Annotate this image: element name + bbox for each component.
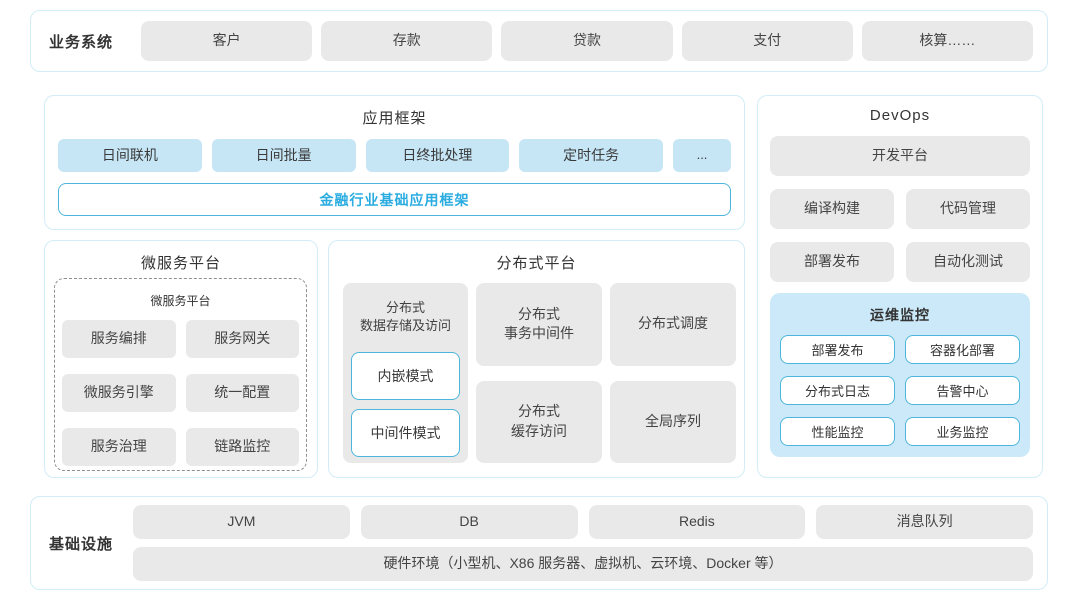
block-performance-monitor: 性能监控 bbox=[780, 417, 895, 446]
distributed-storage-block: 分布式 数据存储及访问 内嵌模式 中间件模式 bbox=[343, 283, 468, 463]
infrastructure-panel: 基础设施 JVM DB Redis 消息队列 硬件环境（小型机、X86 服务器、… bbox=[30, 496, 1048, 590]
block-loan: 贷款 bbox=[501, 21, 673, 61]
block-redis: Redis bbox=[588, 505, 806, 539]
block-service-gateway: 服务网关 bbox=[185, 320, 299, 358]
block-embedded-mode: 内嵌模式 bbox=[351, 352, 460, 401]
block-dev-platform: 开发平台 bbox=[770, 136, 1030, 176]
block-alert-center: 告警中心 bbox=[905, 376, 1020, 405]
block-code-management: 代码管理 bbox=[906, 189, 1030, 229]
app-framework-row: 日间联机 日间批量 日终批处理 定时任务 ... bbox=[45, 139, 744, 172]
distributed-column-right: 分布式调度 全局序列 bbox=[610, 283, 736, 463]
block-db: DB bbox=[360, 505, 578, 539]
distributed-column-middle: 分布式 事务中间件 分布式 缓存访问 bbox=[476, 283, 602, 463]
block-distributed-log: 分布式日志 bbox=[780, 376, 895, 405]
distributed-platform-panel: 分布式平台 分布式 数据存储及访问 内嵌模式 中间件模式 分布式 事务中间件 分… bbox=[328, 240, 745, 478]
block-automated-test: 自动化测试 bbox=[906, 242, 1030, 282]
business-systems-label: 业务系统 bbox=[49, 33, 114, 51]
devops-row-2: 部署发布 自动化测试 bbox=[770, 242, 1030, 282]
business-systems-panel: 业务系统 客户 存款 贷款 支付 核算…… bbox=[30, 10, 1048, 72]
block-hardware-environment: 硬件环境（小型机、X86 服务器、虚拟机、云环境、Docker 等） bbox=[133, 547, 1033, 581]
block-accounting: 核算…… bbox=[861, 21, 1034, 61]
infrastructure-label: 基础设施 bbox=[49, 535, 114, 553]
microservice-platform-title: 微服务平台 bbox=[140, 255, 221, 272]
app-framework-panel: 应用框架 日间联机 日间批量 日终批处理 定时任务 ... 金融行业基础应用框架 bbox=[44, 95, 745, 230]
block-jvm: JVM bbox=[133, 505, 350, 539]
block-microservice-engine: 微服务引擎 bbox=[62, 374, 176, 412]
block-customer: 客户 bbox=[141, 21, 313, 61]
block-container-deploy: 容器化部署 bbox=[905, 335, 1020, 364]
microservice-platform-panel: 微服务平台 微服务平台 服务编排 服务网关 微服务引擎 统一配置 服务治理 链路… bbox=[44, 240, 318, 478]
block-message-queue: 消息队列 bbox=[816, 505, 1033, 539]
block-global-sequence: 全局序列 bbox=[610, 380, 736, 463]
block-daytime-online: 日间联机 bbox=[58, 139, 202, 172]
infrastructure-row: JVM DB Redis 消息队列 bbox=[133, 505, 1033, 539]
devops-title: DevOps bbox=[869, 107, 931, 124]
distributed-body: 分布式 数据存储及访问 内嵌模式 中间件模式 分布式 事务中间件 分布式 缓存访… bbox=[343, 283, 736, 463]
base-framework-bar: 金融行业基础应用框架 bbox=[58, 183, 731, 216]
ops-monitor-title: 运维监控 bbox=[870, 307, 930, 323]
block-scheduled-task: 定时任务 bbox=[519, 139, 663, 172]
block-business-monitor: 业务监控 bbox=[905, 417, 1020, 446]
block-more-ellipsis: ... bbox=[673, 139, 731, 172]
block-middleware-mode: 中间件模式 bbox=[351, 409, 460, 458]
app-framework-title: 应用框架 bbox=[362, 110, 427, 127]
microservice-grid: 服务编排 服务网关 微服务引擎 统一配置 服务治理 链路监控 bbox=[62, 320, 299, 466]
devops-panel: DevOps 开发平台 编译构建 代码管理 部署发布 自动化测试 运维监控 部署… bbox=[757, 95, 1043, 478]
block-eod-batch: 日终批处理 bbox=[365, 139, 510, 172]
block-trace-monitor: 链路监控 bbox=[185, 428, 299, 466]
block-distributed-cache: 分布式 缓存访问 bbox=[476, 380, 602, 463]
devops-row-1: 编译构建 代码管理 bbox=[770, 189, 1030, 229]
block-monitor-deploy: 部署发布 bbox=[780, 335, 895, 364]
block-service-orchestration: 服务编排 bbox=[62, 320, 176, 358]
block-deploy-release: 部署发布 bbox=[770, 242, 894, 282]
distributed-platform-title: 分布式平台 bbox=[496, 255, 577, 272]
block-distributed-transaction: 分布式 事务中间件 bbox=[476, 283, 602, 366]
microservice-inner-box: 微服务平台 服务编排 服务网关 微服务引擎 统一配置 服务治理 链路监控 bbox=[54, 278, 307, 471]
block-build: 编译构建 bbox=[770, 189, 894, 229]
ops-monitor-grid: 部署发布 容器化部署 分布式日志 告警中心 性能监控 业务监控 bbox=[780, 335, 1020, 446]
infrastructure-content: JVM DB Redis 消息队列 硬件环境（小型机、X86 服务器、虚拟机、云… bbox=[133, 505, 1033, 581]
block-service-governance: 服务治理 bbox=[62, 428, 176, 466]
block-payment: 支付 bbox=[681, 21, 853, 61]
block-daytime-batch: 日间批量 bbox=[211, 139, 356, 172]
block-distributed-scheduling: 分布式调度 bbox=[610, 283, 736, 366]
ops-monitor-panel: 运维监控 部署发布 容器化部署 分布式日志 告警中心 性能监控 业务监控 bbox=[770, 293, 1030, 457]
distributed-storage-label: 分布式 数据存储及访问 bbox=[359, 300, 451, 334]
block-deposit: 存款 bbox=[321, 21, 493, 61]
block-unified-config: 统一配置 bbox=[185, 374, 299, 412]
microservice-inner-title: 微服务平台 bbox=[150, 294, 211, 308]
